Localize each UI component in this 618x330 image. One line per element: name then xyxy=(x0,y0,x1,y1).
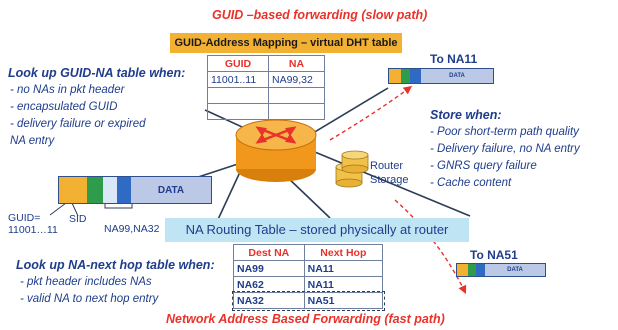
list-item: - Poor short-term path quality xyxy=(430,126,579,138)
storage-label: Storage xyxy=(370,174,409,186)
table-row: NA62 NA11 xyxy=(233,276,384,293)
table-row xyxy=(207,103,325,120)
router-icon xyxy=(235,119,317,182)
table-cell xyxy=(268,103,325,120)
na-field xyxy=(117,177,131,203)
packet-na11: DATA xyxy=(388,68,494,84)
list-item: - delivery failure or expired xyxy=(10,118,146,130)
table-cell xyxy=(268,87,325,104)
list-item: - Cache content xyxy=(430,177,512,189)
sid-label: SID xyxy=(69,213,87,225)
list-item: - pkt header includes NAs xyxy=(20,276,152,288)
list-item: - no NAs in pkt header xyxy=(10,84,125,96)
top-title: GUID –based forwarding (slow path) xyxy=(212,8,428,22)
data-field: DATA xyxy=(421,69,493,83)
table-cell: NA32 xyxy=(233,292,305,309)
na-field xyxy=(476,264,485,276)
to-na51-label: To NA51 xyxy=(470,248,518,262)
data-field: DATA xyxy=(131,177,211,203)
na-next-hop-table: Dest NA Next Hop NA99 NA11 NA62 NA11 NA3… xyxy=(231,244,385,311)
arrow-to-na51 xyxy=(394,199,467,295)
table-cell: NA99,32 xyxy=(268,71,325,88)
guid-na-table: GUID NA 11001..11 NA99,32 xyxy=(207,55,325,120)
lookup-guid-title: Look up GUID-NA table when: xyxy=(8,66,186,80)
guid-value: 11001…11 xyxy=(8,224,58,236)
na-routing-bar: NA Routing Table – stored physically at … xyxy=(165,218,469,242)
list-item: - Delivery failure, no NA entry xyxy=(430,143,580,155)
table-row: NA32 NA51 xyxy=(231,290,385,311)
list-item: - valid NA to next hop entry xyxy=(20,293,159,305)
guid-field xyxy=(59,177,87,203)
guid-label: GUID= xyxy=(8,212,41,224)
na-field xyxy=(103,177,117,203)
list-item: NA entry xyxy=(10,135,55,147)
table-row: 11001..11 NA99,32 xyxy=(207,71,325,88)
router-storage-label: Router Storage xyxy=(370,159,409,187)
table-cell: NA99 xyxy=(233,260,305,277)
packet-na51: DATA xyxy=(456,263,546,277)
to-na11-label: To NA11 xyxy=(430,52,478,66)
guid-field xyxy=(389,69,401,83)
dht-bar: GUID-Address Mapping – virtual DHT table xyxy=(170,33,402,53)
table-row xyxy=(207,87,325,104)
table-cell: NA11 xyxy=(303,260,384,277)
guid-pointer xyxy=(49,202,67,216)
sid-field xyxy=(468,264,476,276)
next-hop-header: Next Hop xyxy=(303,244,384,261)
na-header: NA xyxy=(268,55,325,72)
list-item: - GNRS query failure xyxy=(430,160,537,172)
guid-header: GUID xyxy=(207,55,269,72)
sid-field xyxy=(401,69,410,83)
table-cell: NA62 xyxy=(233,276,305,293)
data-field: DATA xyxy=(485,264,545,276)
table-cell xyxy=(207,103,269,120)
table-row: NA99 NA11 xyxy=(233,260,384,277)
sid-field xyxy=(87,177,103,203)
na-bracket xyxy=(104,203,133,209)
table-cell: 11001..11 xyxy=(207,71,269,88)
sid-pointer xyxy=(71,202,79,217)
guid-field xyxy=(457,264,468,276)
table-cell: NA51 xyxy=(303,292,384,309)
lookup-guid-list: - no NAs in pkt header - encapsulated GU… xyxy=(10,82,146,150)
guid-packet-label: GUID= 11001…11 xyxy=(8,212,58,236)
lookup-na-list: - pkt header includes NAs - valid NA to … xyxy=(20,274,158,308)
packet-header: DATA xyxy=(58,176,212,204)
lookup-na-title: Look up NA-next hop table when: xyxy=(16,258,215,272)
router-label: Router xyxy=(370,160,404,172)
store-when-list: - Poor short-term path quality - Deliver… xyxy=(430,124,580,192)
table-cell xyxy=(207,87,269,104)
bottom-title: Network Address Based Forwarding (fast p… xyxy=(166,312,445,326)
arrow-to-na11 xyxy=(329,85,413,141)
storage-icon xyxy=(335,150,369,188)
list-item: - encapsulated GUID xyxy=(10,101,118,113)
na-field xyxy=(410,69,421,83)
table-cell: NA11 xyxy=(303,276,384,293)
na-list-label: NA99,NA32 xyxy=(104,223,160,235)
store-when-title: Store when: xyxy=(430,108,502,122)
dest-na-header: Dest NA xyxy=(233,244,305,261)
